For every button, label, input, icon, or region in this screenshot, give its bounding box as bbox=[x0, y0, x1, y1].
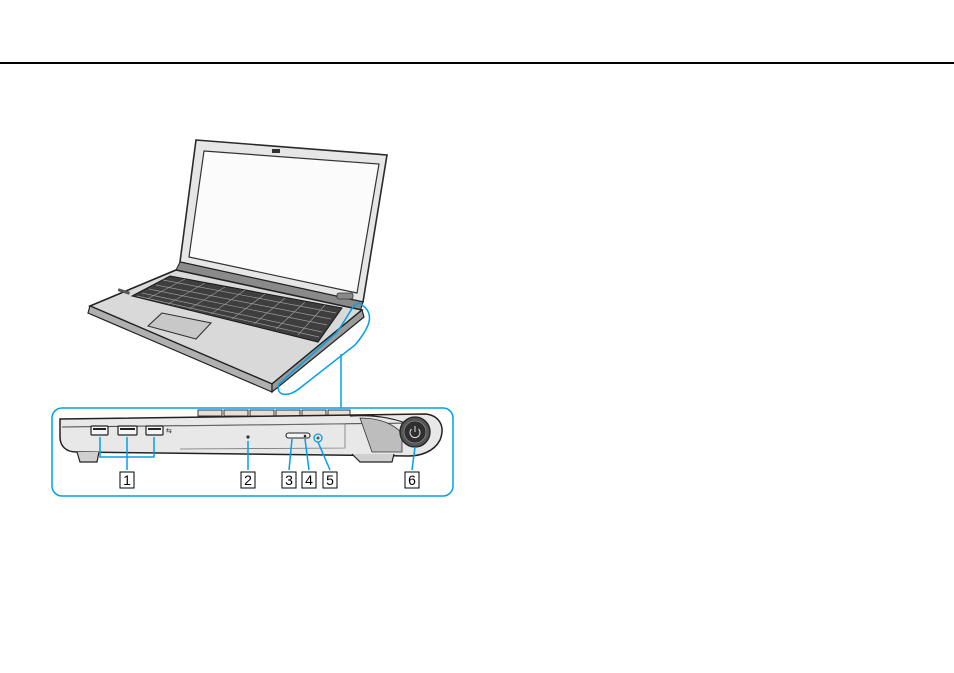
callout-3-label: 3 bbox=[285, 472, 293, 488]
callout-2: 2 bbox=[241, 472, 255, 488]
drive-indicator-icon bbox=[317, 437, 320, 440]
callout-3: 3 bbox=[282, 472, 296, 488]
callout-1-label: 1 bbox=[123, 472, 131, 488]
side-view-illustration: ⇆ bbox=[60, 410, 442, 462]
manual-eject-hole-icon bbox=[304, 435, 307, 438]
callout-2-label: 2 bbox=[244, 472, 252, 488]
callout-4: 4 bbox=[302, 472, 316, 488]
usb-ports-icon bbox=[91, 426, 163, 435]
optical-drive-icon bbox=[246, 435, 249, 438]
callout-1: 1 bbox=[120, 472, 134, 488]
callout-5: 5 bbox=[323, 472, 337, 488]
foot-left bbox=[77, 452, 99, 462]
webcam-icon bbox=[272, 149, 280, 153]
callout-5-label: 5 bbox=[326, 472, 334, 488]
callout-6-label: 6 bbox=[408, 472, 416, 488]
drive-eject-button-icon bbox=[286, 433, 310, 438]
foot-right bbox=[352, 454, 394, 462]
callout-6: 6 bbox=[405, 472, 419, 488]
usb-symbol-icon: ⇆ bbox=[166, 427, 172, 435]
usb-port-inserts bbox=[93, 428, 161, 430]
callout-boxes: 1 2 3 4 5 6 bbox=[120, 472, 419, 488]
callout-4-label: 4 bbox=[305, 472, 313, 488]
deck-power-strip bbox=[337, 293, 353, 299]
